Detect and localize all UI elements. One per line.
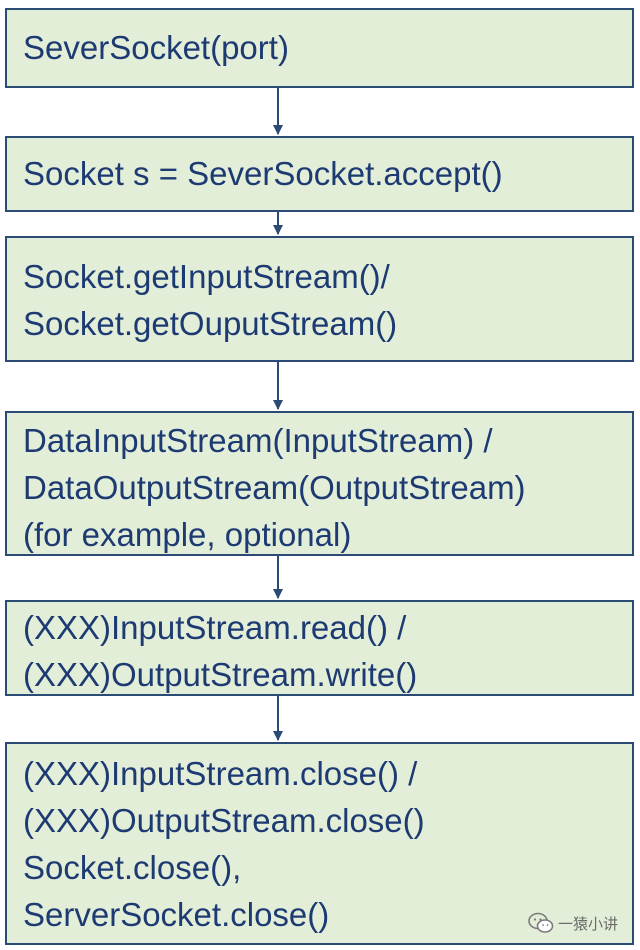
step-text-line: (XXX)OutputStream.write(): [23, 656, 418, 693]
step-text-line: Socket.close(),: [23, 849, 242, 886]
watermark-text: 一猿小讲: [557, 914, 618, 933]
step-text-line: Socket.getOuputStream(): [23, 305, 398, 342]
step-server-socket-create: SeverSocket(port): [5, 8, 634, 88]
step-text-line: DataOutputStream(OutputStream): [23, 469, 526, 506]
step-close: (XXX)InputStream.close() / (XXX)OutputSt…: [5, 742, 634, 945]
step-text-line: Socket.getInputStream()/: [23, 258, 390, 295]
step-text-line: DataInputStream(InputStream) /: [23, 422, 493, 459]
step-text-line: (XXX)InputStream.read() /: [23, 609, 407, 646]
step-text-line: (for example, optional): [23, 516, 352, 553]
step-accept: Socket s = SeverSocket.accept(): [5, 136, 634, 212]
step-text-line: SeverSocket(port): [23, 29, 289, 66]
step-text-line: ServerSocket.close(): [23, 896, 330, 933]
wechat-icon: [528, 912, 554, 933]
step-data-streams: DataInputStream(InputStream) / DataOutpu…: [5, 411, 634, 556]
step-get-streams: Socket.getInputStream()/ Socket.getOuput…: [5, 236, 634, 362]
step-text-line: (XXX)InputStream.close() /: [23, 755, 418, 792]
step-read-write: (XXX)InputStream.read() / (XXX)OutputStr…: [5, 600, 634, 696]
watermark: 一猿小讲: [528, 912, 618, 934]
step-text-line: Socket s = SeverSocket.accept(): [23, 155, 503, 192]
step-text-line: (XXX)OutputStream.close(): [23, 802, 425, 839]
